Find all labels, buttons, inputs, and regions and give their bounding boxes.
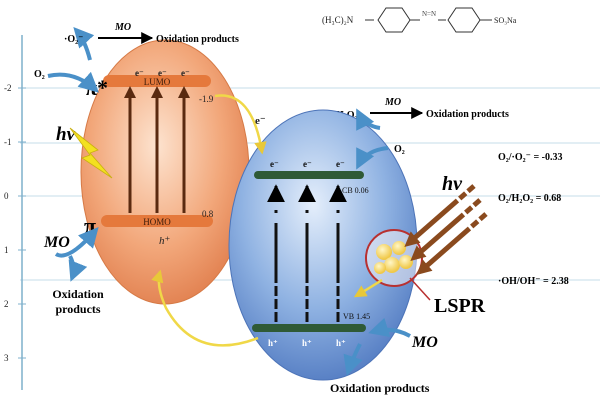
top-right-products: Oxidation products bbox=[426, 109, 509, 120]
potential-axis: -2-101234 bbox=[4, 35, 26, 390]
electron-transfer: e⁻ bbox=[151, 94, 267, 347]
right-electron-1: e⁻ bbox=[270, 159, 279, 169]
conduction-band bbox=[254, 171, 364, 179]
left-hole: h⁺ bbox=[159, 235, 171, 247]
light-ray bbox=[404, 184, 476, 247]
lumo-label: LUMO bbox=[144, 77, 171, 87]
right-hole-2: h⁺ bbox=[302, 338, 312, 348]
right-o2-label: O₂ bbox=[394, 144, 405, 155]
superoxide-label: ·O₂⁻ bbox=[64, 34, 83, 45]
electron-transfer-arrow bbox=[214, 94, 267, 155]
right-hole-1: h⁺ bbox=[268, 338, 278, 348]
nanoparticle bbox=[399, 255, 413, 269]
benzene-ring bbox=[377, 7, 411, 33]
right-particle: e⁻ e⁻ e⁻ CB 0.06 VB 1.45 h⁺ h⁺ h⁺ O₂ MO … bbox=[228, 108, 438, 395]
left-mo-label: MO bbox=[43, 234, 70, 251]
nanoparticle bbox=[392, 241, 406, 255]
homo-band bbox=[101, 215, 213, 227]
light-ray bbox=[410, 198, 482, 261]
lspr-hv-label: hv bbox=[442, 173, 463, 195]
lspr-transfer-arrow bbox=[353, 278, 383, 298]
left-particle: LUMO -1.9 e⁻ e⁻ e⁻ HOMO 0.8 h⁺ π* π hv O… bbox=[34, 27, 250, 316]
right-products: Oxidation products bbox=[330, 381, 430, 395]
methyl-orange-structure: (H₃C)₂N N=N SO₃Na bbox=[322, 7, 517, 33]
left-products-line1: Oxidation bbox=[52, 287, 104, 301]
axis-tick-label: 0 bbox=[4, 191, 9, 201]
axis-tick-label: 2 bbox=[4, 299, 9, 309]
nanoparticle bbox=[384, 257, 400, 273]
top-right-mo-label: MO bbox=[384, 97, 401, 108]
nanoparticle bbox=[374, 262, 386, 274]
o2-reduction-arrow bbox=[47, 71, 99, 93]
top-left-products: Oxidation products bbox=[156, 34, 239, 45]
potential-o2-h2o2: O₂/H₂O₂ = 0.68 bbox=[498, 193, 561, 204]
axis-tick-label: -1 bbox=[4, 137, 12, 147]
top-left-mo-label: MO bbox=[114, 22, 131, 33]
left-products-arrow bbox=[68, 255, 88, 282]
left-o2-label: O₂ bbox=[34, 69, 45, 80]
right-products-arrow bbox=[343, 343, 363, 376]
mo-oxidation-arrow bbox=[54, 226, 99, 258]
left-electron-3: e⁻ bbox=[181, 68, 190, 78]
potential-labels: O₂/·O₂⁻ = -0.33 O₂/H₂O₂ = 0.68 ·OH/OH⁻ =… bbox=[498, 152, 569, 287]
valence-band bbox=[252, 324, 366, 332]
right-hole-3: h⁺ bbox=[336, 338, 346, 348]
left-electron-1: e⁻ bbox=[135, 68, 144, 78]
cb-label: CB 0.06 bbox=[342, 186, 369, 195]
right-o2-arrow bbox=[356, 146, 389, 170]
h2o2-release-arrow bbox=[356, 108, 381, 131]
homo-value: 0.8 bbox=[202, 209, 214, 219]
potential-oh: ·OH/OH⁻ = 2.38 bbox=[498, 276, 569, 287]
axis-tick-label: 3 bbox=[4, 353, 9, 363]
homo-label: HOMO bbox=[143, 217, 171, 227]
molecule-right-group: SO₃Na bbox=[494, 16, 517, 25]
right-electron-3: e⁻ bbox=[336, 159, 345, 169]
lspr-callout-line bbox=[409, 277, 431, 301]
right-mo-label: MO bbox=[411, 334, 438, 351]
axis-tick-label: 1 bbox=[4, 245, 9, 255]
potential-o2-superoxide: O₂/·O₂⁻ = -0.33 bbox=[498, 152, 562, 163]
benzene-ring bbox=[447, 7, 481, 33]
transfer-electron-label: e⁻ bbox=[255, 115, 266, 127]
vb-label: VB 1.45 bbox=[343, 312, 370, 321]
superoxide-release-arrow bbox=[73, 27, 95, 61]
molecule-azo: N=N bbox=[422, 10, 436, 18]
molecule-left-group: (H₃C)₂N bbox=[322, 15, 354, 25]
top-left-reaction: ·O₂⁻ MO Oxidation products bbox=[64, 22, 239, 45]
pi-star-label: π* bbox=[85, 75, 108, 100]
lspr-group: LSPR hv bbox=[353, 173, 488, 317]
left-hv-label: hv bbox=[56, 124, 76, 145]
left-products-line2: products bbox=[55, 302, 100, 316]
lspr-label: LSPR bbox=[434, 295, 486, 317]
left-electron-2: e⁻ bbox=[158, 68, 167, 78]
right-mo-arrow bbox=[368, 317, 411, 338]
nanoparticle bbox=[376, 244, 392, 260]
right-electron-2: e⁻ bbox=[303, 159, 312, 169]
hole-transfer-arrow bbox=[151, 269, 259, 347]
lumo-value: -1.9 bbox=[199, 94, 214, 104]
light-ray bbox=[416, 212, 488, 275]
axis-tick-label: -2 bbox=[4, 83, 12, 93]
lightning-icon bbox=[69, 127, 113, 179]
lumo-band bbox=[103, 75, 211, 87]
